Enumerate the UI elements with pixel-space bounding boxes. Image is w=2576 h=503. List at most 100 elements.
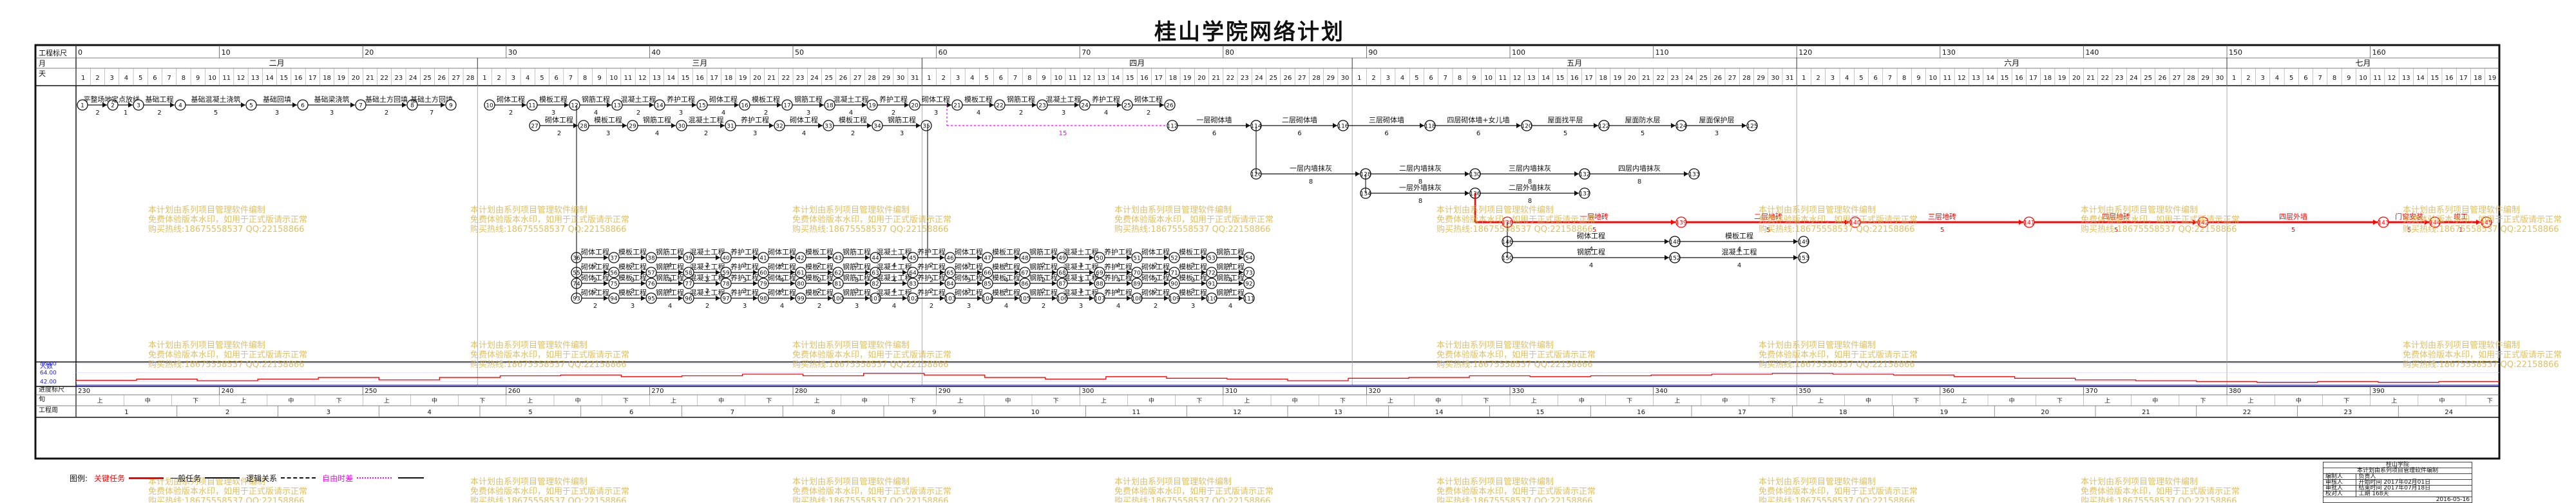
- day-label: 25: [825, 75, 833, 82]
- footer-row-label: 旬: [39, 395, 45, 403]
- activity-label: 养护工程: [917, 262, 946, 271]
- arrow-head: [1684, 171, 1688, 176]
- event-node-number: 87: [1058, 281, 1065, 288]
- week-label: 15: [1536, 409, 1545, 416]
- event-node-number: 137: [1579, 191, 1590, 198]
- watermark-text: 本计划由系列项目管理软件编制: [792, 205, 910, 215]
- day-label: 8: [583, 75, 587, 82]
- activity-label: 钢筋工程: [1029, 288, 1058, 297]
- event-node-number: 139: [1675, 220, 1686, 227]
- activity-label: 养护工程: [917, 273, 946, 282]
- activity-label: 一层地砖: [1580, 212, 1608, 221]
- watermark-text: 购买热线:18675558537 QQ:22158866: [470, 496, 627, 502]
- watermark-text: 购买热线:18675558537 QQ:22158866: [1436, 359, 1593, 370]
- event-node-number: 26: [1166, 103, 1174, 109]
- activity-duration: 5: [1592, 227, 1596, 234]
- activity-duration: 3: [275, 109, 279, 117]
- event-node-number: 72: [1208, 270, 1215, 277]
- event-node-number: 116: [1337, 124, 1348, 130]
- xun-label: 下: [1340, 398, 1346, 404]
- watermark-text: 本计划由系列项目管理软件编制: [470, 205, 587, 215]
- week-label: 8: [831, 409, 835, 416]
- arrow-head: [753, 255, 758, 260]
- event-node-number: 112: [1167, 124, 1178, 130]
- activity-label: 模板工程: [839, 115, 867, 124]
- ruler-label: 120: [1798, 48, 1812, 57]
- event-node-number: 124: [1675, 124, 1686, 130]
- day-label: 12: [638, 75, 647, 82]
- activity-duration: 2: [1042, 262, 1045, 269]
- activity-label: 模板工程: [992, 273, 1020, 282]
- legend: 图例: 关键任务 一般任务 逻辑关系 自由时差: [70, 471, 425, 484]
- arrow-head: [1671, 220, 1675, 225]
- activity-duration: 2: [851, 130, 855, 137]
- legend-label: 关键任务: [94, 473, 126, 483]
- event-node-number: 6: [301, 103, 305, 109]
- xun-label: 中: [2439, 397, 2445, 404]
- activity-label: 养护工程: [1092, 95, 1120, 104]
- xun-label: 下: [1627, 398, 1632, 404]
- arrow-head: [641, 255, 645, 260]
- day-label: 17: [2459, 75, 2468, 82]
- day-label: 1: [1357, 75, 1361, 82]
- critical-line-swatch: [129, 477, 164, 479]
- day-label: 30: [897, 75, 905, 82]
- activity-duration: 2: [705, 262, 709, 269]
- activity-duration: 2: [157, 109, 161, 117]
- event-node-number: 61: [797, 270, 804, 277]
- activity-duration: 3: [606, 130, 610, 137]
- day-label: 14: [667, 75, 675, 82]
- month-label: 二月: [269, 59, 285, 68]
- event-node-number: 22: [996, 103, 1003, 109]
- event-node-number: 92: [1245, 281, 1252, 288]
- activity-duration: 3: [855, 303, 859, 310]
- event-node-number: 11: [528, 103, 535, 109]
- watermark-text: 本计划由系列项目管理软件编制: [1759, 205, 1876, 215]
- day-label: 24: [810, 75, 819, 82]
- event-node-number: 120: [1521, 124, 1532, 130]
- arrow-head: [1742, 123, 1746, 128]
- activity-label: 模板工程: [805, 288, 834, 297]
- event-node-number: 41: [759, 256, 767, 262]
- week-label: 14: [1435, 409, 1444, 416]
- event-node-number: 67: [1021, 270, 1028, 277]
- ruler-label: 70: [1082, 48, 1091, 57]
- activity-label: 混凝土工程: [877, 262, 912, 271]
- day-label: 23: [1241, 75, 1249, 82]
- watermark-text: 购买热线:18675558537 QQ:22158866: [2081, 224, 2237, 234]
- activity-label: 钢筋工程: [656, 247, 684, 256]
- activity-label: 混凝土工程: [877, 273, 912, 282]
- watermark-text: 购买热线:18675558537 QQ:22158866: [792, 496, 949, 502]
- event-node: [1688, 168, 1700, 180]
- activity-duration: 5: [2407, 227, 2411, 234]
- day-label: 24: [1685, 75, 1693, 82]
- activity-label: 模板工程: [1725, 231, 1753, 240]
- watermark-text: 免费体验版本水印，如用于正式版请示正常: [1759, 486, 1918, 497]
- activity-label: 养护工程: [917, 247, 946, 256]
- footer-ruler-label: 300: [1082, 388, 1094, 395]
- activity-duration: 4: [1116, 262, 1120, 269]
- day-label: 27: [854, 75, 862, 82]
- week-label: 7: [730, 409, 734, 416]
- arrow-head: [916, 123, 921, 128]
- activity-duration: 4: [1116, 277, 1120, 284]
- activity-duration: 2: [705, 288, 709, 295]
- week-label: 23: [2344, 409, 2352, 416]
- day-label: 13: [1527, 75, 1536, 82]
- day-label: 21: [366, 75, 374, 82]
- activity-duration: 4: [1589, 246, 1593, 253]
- arrow-head: [1074, 102, 1079, 108]
- watermark-text: 本计划由系列项目管理软件编制: [1759, 341, 1876, 350]
- event-node-number: 73: [1245, 270, 1252, 277]
- activity-duration: 2: [636, 109, 640, 117]
- event-node-number: 95: [647, 296, 654, 303]
- activity-label: 钢筋工程: [656, 262, 684, 271]
- xun-label: 上: [384, 397, 390, 404]
- event-node-number: 118: [1424, 124, 1435, 130]
- activity-label: 砌体工程: [1141, 262, 1170, 271]
- event-node-number: 130: [1469, 172, 1480, 178]
- arrow-head: [790, 281, 795, 286]
- watermark-text: 购买热线:18675558537 QQ:22158866: [470, 359, 627, 370]
- activity-label: 砌体工程: [955, 247, 983, 256]
- day-label: 2: [1371, 75, 1375, 82]
